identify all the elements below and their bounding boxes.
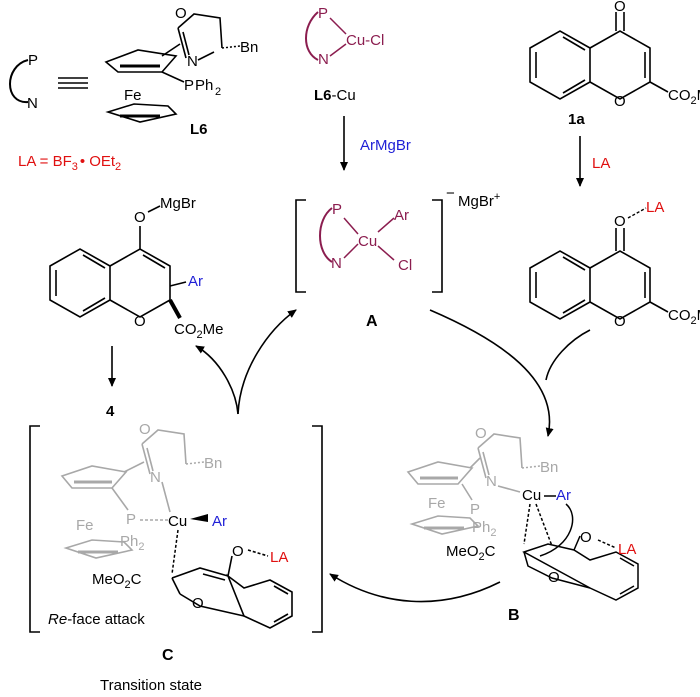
- ester-group: CO2Me: [668, 87, 700, 107]
- ferrocene-lower-cp: [105, 103, 178, 123]
- ester-group: MeO2C: [446, 543, 496, 563]
- atom-cu: Cu: [522, 487, 541, 504]
- atom-o: O: [614, 0, 626, 15]
- product-label: 4: [106, 403, 115, 420]
- ester-group: CO2Me: [174, 321, 223, 341]
- cuprate-complex-a: P N Cu Ar Cl − MgBr+ A: [295, 185, 500, 330]
- benzyl-group: Bn: [240, 39, 258, 56]
- atom-o: O: [175, 5, 187, 22]
- ligand-copper-complex: P N Cu-Cl L6-Cu: [305, 5, 384, 104]
- ferrocene-upper-cp: [104, 43, 185, 83]
- la-equation: LA = BF3•OEt2: [18, 153, 121, 173]
- atom-p: P: [28, 52, 38, 69]
- atom-fe: Fe: [124, 87, 142, 104]
- atom-n: N: [27, 95, 38, 112]
- cu-cl-group: Cu-Cl: [346, 32, 384, 49]
- l6-cu-label: L6-Cu: [314, 87, 356, 104]
- atom-p: P: [318, 5, 328, 22]
- atom-n: N: [486, 473, 497, 490]
- atom-n: N: [331, 255, 342, 272]
- atom-n: N: [187, 53, 198, 70]
- magnesium-enolate-intermediate: [49, 205, 187, 319]
- atom-ph: Ph: [195, 77, 213, 94]
- atom-o: O: [192, 595, 204, 612]
- arrow-c-to-complex-a: [237, 309, 297, 415]
- atom-p: P: [184, 77, 194, 94]
- lewis-acid-label: LA: [646, 199, 664, 216]
- atom-p: P: [332, 201, 342, 218]
- substrate-label: 1a: [568, 111, 585, 128]
- atom-o: O: [232, 543, 244, 560]
- atom-o: O: [139, 421, 151, 438]
- dashed-coordination: [627, 207, 647, 219]
- anion-charge: −: [446, 185, 455, 202]
- transition-state-b-label: B: [508, 607, 520, 624]
- atom-p: P: [126, 511, 136, 528]
- aryl-group: Ar: [394, 207, 409, 224]
- chromone-substrate-1a: [529, 12, 669, 100]
- arrow-b-to-c: [329, 573, 501, 603]
- oxazoline-ring: [177, 13, 223, 59]
- benzyl-group: Bn: [540, 459, 558, 476]
- arrow-chromone-merge: [545, 329, 591, 381]
- activated-chromone: [529, 228, 669, 320]
- ligand-label: L6: [190, 121, 208, 138]
- complex-a-label: A: [366, 313, 378, 330]
- equivalence-sign: [58, 77, 88, 89]
- arrow-c-to-enolate: [195, 345, 239, 415]
- atom-cu: Cu: [358, 233, 377, 250]
- atom-cl: Cl: [398, 257, 412, 274]
- atom-o: O: [614, 93, 626, 110]
- atom-n: N: [318, 51, 329, 68]
- atom-cu: Cu: [168, 513, 187, 530]
- bond: [197, 51, 215, 61]
- atom-o: O: [614, 213, 626, 230]
- benzyl-group: Bn: [204, 455, 222, 472]
- aryl-group: Ar: [556, 487, 571, 504]
- transition-state-caption: Transition state: [100, 677, 202, 694]
- atom-o: O: [580, 529, 592, 546]
- atom-ph: Ph2: [120, 533, 144, 553]
- hash-bond: [221, 45, 241, 49]
- transition-state-b: O N Bn Fe P Ph2 Cu Ar O LA O MeO2C B: [406, 425, 639, 624]
- atom-o: O: [614, 313, 626, 330]
- lewis-acid-definition: LA = BF3•OEt2: [18, 153, 121, 173]
- atom-fe: Fe: [76, 517, 94, 534]
- atom-o: O: [548, 569, 560, 586]
- atom-o: O: [475, 425, 487, 442]
- ester-group: CO2Me: [668, 307, 700, 327]
- aryl-group: Ar: [212, 513, 227, 530]
- pn-ligand-arc: [9, 59, 29, 104]
- magnesium-bromide: MgBr: [160, 195, 196, 212]
- ligand-definition: P N O N Bn P Ph 2 Fe: [9, 5, 258, 138]
- counterion-label: MgBr+: [458, 191, 500, 210]
- atom-o: O: [134, 209, 146, 226]
- re-face-attack-label: Re-face attack: [48, 611, 145, 628]
- transition-state-c: O N Bn Fe P Ph2 Cu Ar O LA O MeO2C Re-fa…: [29, 421, 323, 664]
- lewis-acid-label: LA: [618, 541, 636, 558]
- lewis-acid-reagent: LA: [592, 155, 610, 172]
- grignard-reagent-label: ArMgBr: [360, 137, 411, 154]
- atom-p: P: [470, 501, 480, 518]
- atom-o: O: [134, 313, 146, 330]
- atom-fe: Fe: [428, 495, 446, 512]
- ester-group: MeO2C: [92, 571, 142, 591]
- atom-ph: Ph2: [472, 519, 496, 539]
- lewis-acid-label: LA: [270, 549, 288, 566]
- transition-state-c-label: C: [162, 647, 174, 664]
- aryl-group: Ar: [188, 273, 203, 290]
- arrow-to-transition-state-b: [429, 309, 554, 437]
- atom-n: N: [150, 469, 161, 486]
- subscript-2: 2: [215, 86, 221, 98]
